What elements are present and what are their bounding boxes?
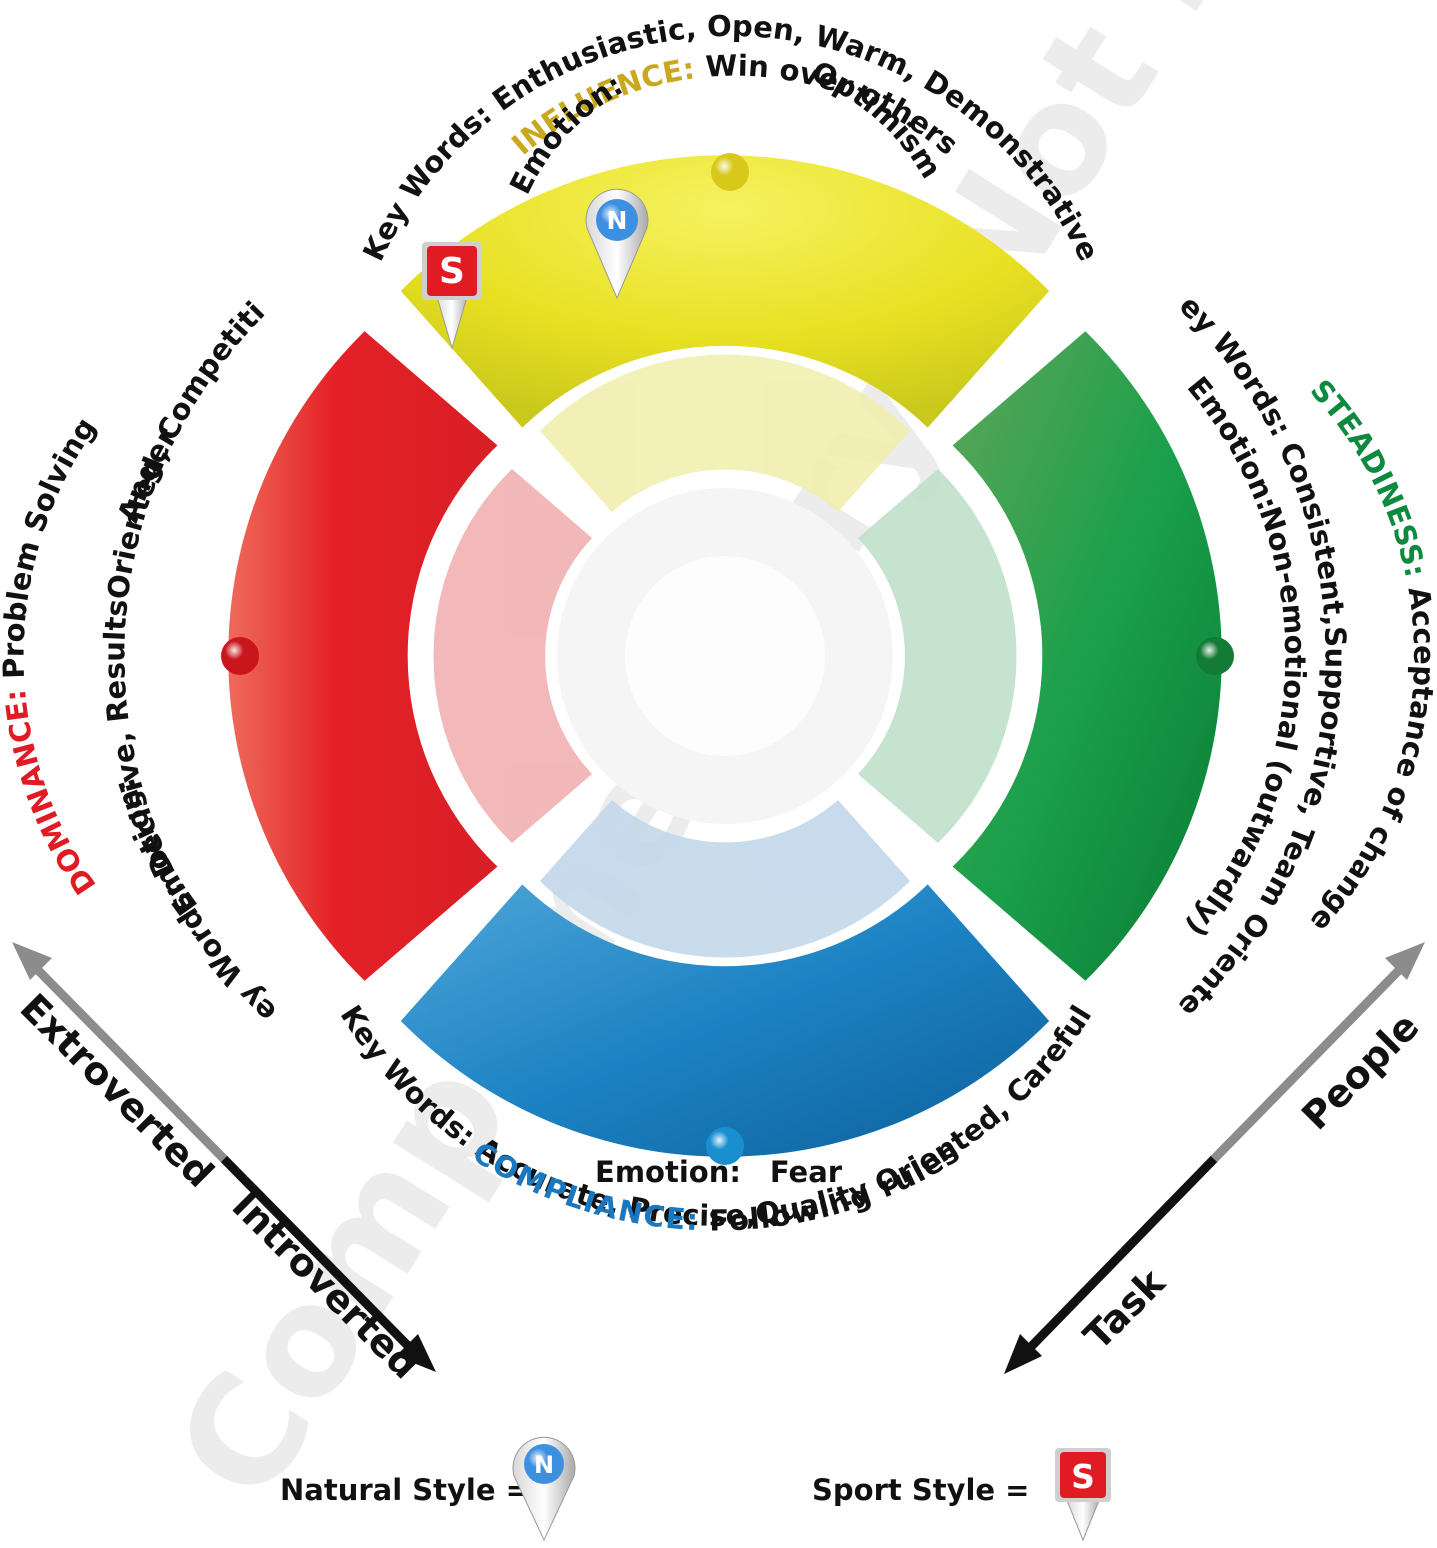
compliance-segment	[400, 884, 1050, 1157]
dominance-inner	[433, 469, 592, 843]
steadiness-segment	[952, 331, 1222, 981]
task-label: Task	[1075, 1260, 1173, 1358]
natural-style-legend-icon: N	[512, 1436, 576, 1542]
inner-ring	[433, 354, 1017, 958]
sport-style-marker: S	[422, 242, 482, 350]
dominance-subtitle: Problem Solving	[0, 411, 103, 690]
people-label: People	[1293, 1004, 1427, 1138]
sport-marker-letter: S	[439, 251, 465, 292]
dominance-emotion-label: Emotion:	[107, 774, 204, 921]
sport-style-legend-label: Sport Style =	[812, 1473, 1030, 1507]
dominance-segment	[228, 331, 498, 981]
svg-text:S: S	[1071, 1457, 1095, 1496]
sport-style-legend-icon: S	[1055, 1448, 1111, 1542]
dominance-dot	[221, 637, 259, 675]
extroverted-label: Extroverted	[12, 985, 223, 1196]
legend: Natural Style = N Sport Style = S	[280, 1436, 1111, 1542]
natural-style-marker: N	[585, 188, 649, 300]
compliance-inner	[540, 800, 910, 958]
compliance-emotion-label: Emotion:	[595, 1155, 741, 1189]
svg-text:N: N	[534, 1451, 554, 1479]
steadiness-inner	[858, 469, 1017, 843]
dominance-emotion-value: Anger	[111, 421, 185, 526]
dominance-title: DOMINANCE:	[0, 688, 103, 901]
influence-segment	[400, 155, 1050, 428]
steadiness-dot	[1196, 637, 1234, 675]
dominance-heading: DOMINANCE: Problem Solving	[0, 411, 103, 900]
influence-dot	[711, 153, 749, 191]
compliance-emotion-value: Fear	[770, 1155, 843, 1189]
compliance-dot	[706, 1127, 744, 1165]
natural-style-legend-label: Natural Style =	[280, 1473, 530, 1507]
influence-inner	[540, 354, 910, 512]
outer-ring	[228, 155, 1222, 1157]
natural-marker-letter: N	[607, 206, 628, 235]
